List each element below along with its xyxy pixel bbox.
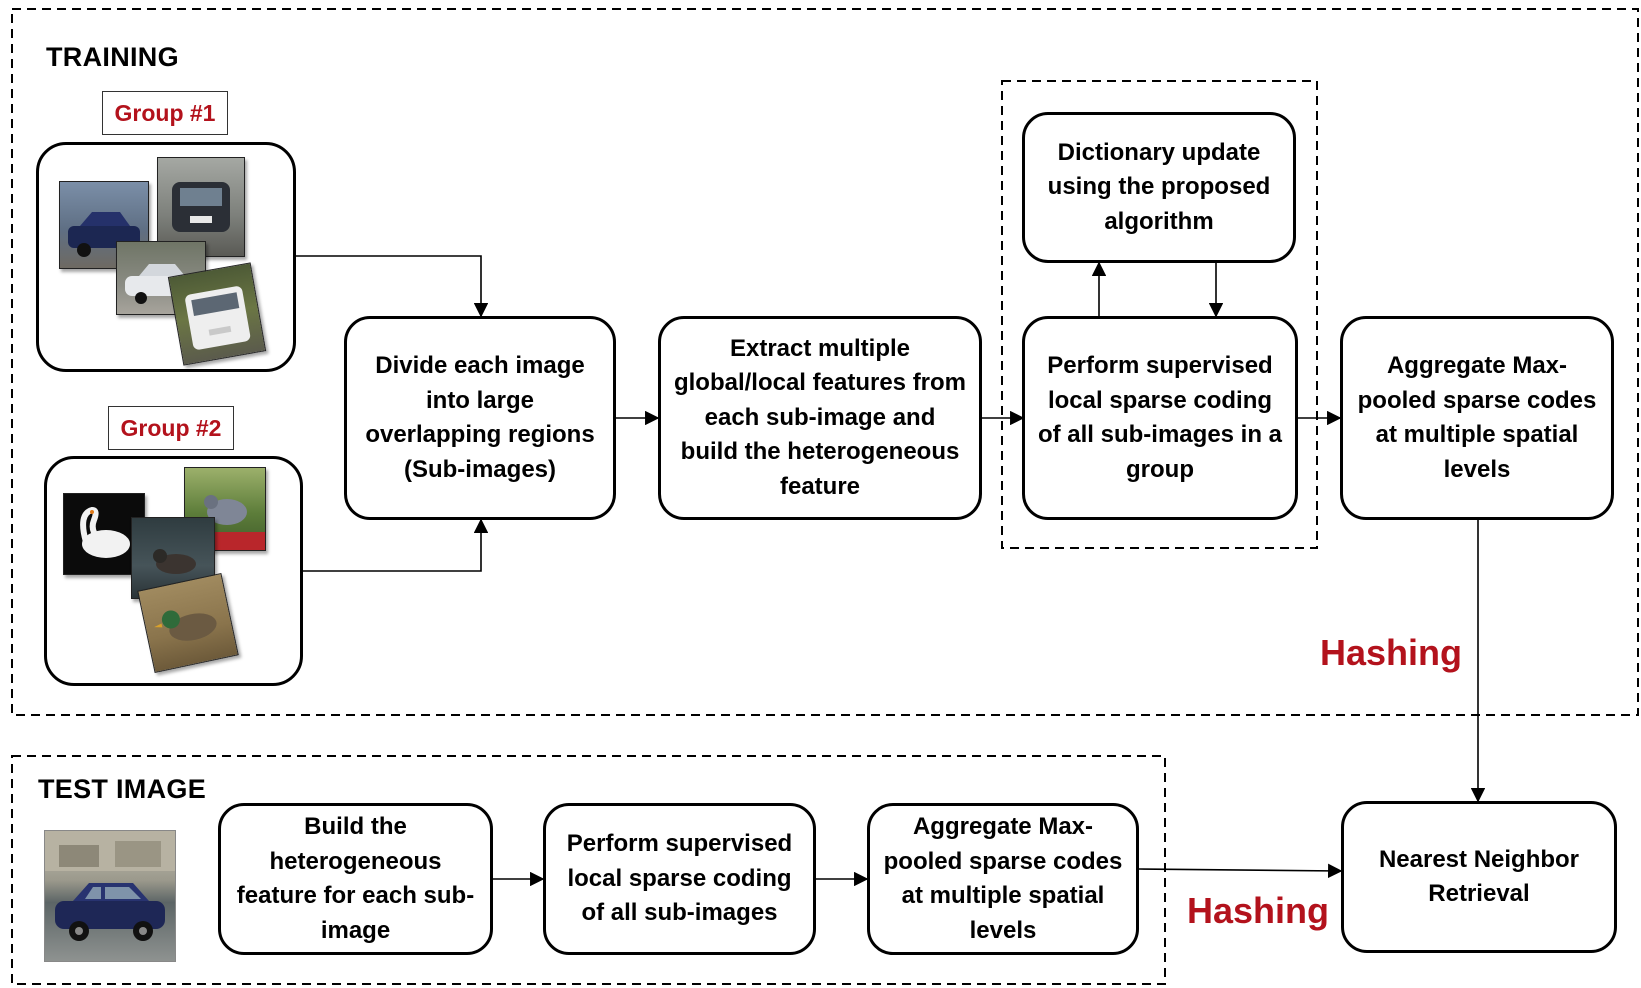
group2-image-frame xyxy=(44,456,303,686)
group1-label: Group #1 xyxy=(102,91,228,135)
test-image-photo xyxy=(44,830,176,962)
test-aggregate-box: Aggregate Max-pooled sparse codes at mul… xyxy=(867,803,1139,955)
arrow-group1-to-divide xyxy=(296,255,489,318)
arrow-test-aggregate-to-retrieval xyxy=(1138,863,1343,879)
training-title: TRAINING xyxy=(46,42,179,72)
car-photo-icon xyxy=(167,262,267,366)
divide-sub-images-box: Divide each image into large overlapping… xyxy=(344,316,616,520)
nearest-neighbor-retrieval-box: Nearest Neighbor Retrieval xyxy=(1341,801,1617,953)
coding-subregion xyxy=(1001,80,1318,549)
car-photo-icon xyxy=(157,157,245,257)
dictionary-update-box: Dictionary update using the proposed alg… xyxy=(1022,112,1296,263)
training-hashing-label: Hashing xyxy=(1320,632,1463,673)
car-photo-icon xyxy=(45,831,175,941)
group1-image-frame xyxy=(36,142,296,372)
arrow-group2-to-divide xyxy=(303,518,489,572)
aggregate-max-pooled-box: Aggregate Max-pooled sparse codes at mul… xyxy=(1340,316,1614,520)
group2-label: Group #2 xyxy=(108,406,234,450)
bird-photo-icon xyxy=(137,572,239,674)
extract-features-box: Extract multiple global/local features f… xyxy=(658,316,982,520)
test-sparse-coding-box: Perform supervised local sparse coding o… xyxy=(543,803,816,955)
supervised-sparse-coding-box: Perform supervised local sparse coding o… xyxy=(1022,316,1298,520)
test-hashing-label: Hashing xyxy=(1187,890,1330,931)
test-build-feature-box: Build the heterogeneous feature for each… xyxy=(218,803,493,955)
test-image-title: TEST IMAGE xyxy=(38,774,207,804)
training-region xyxy=(11,8,1639,716)
